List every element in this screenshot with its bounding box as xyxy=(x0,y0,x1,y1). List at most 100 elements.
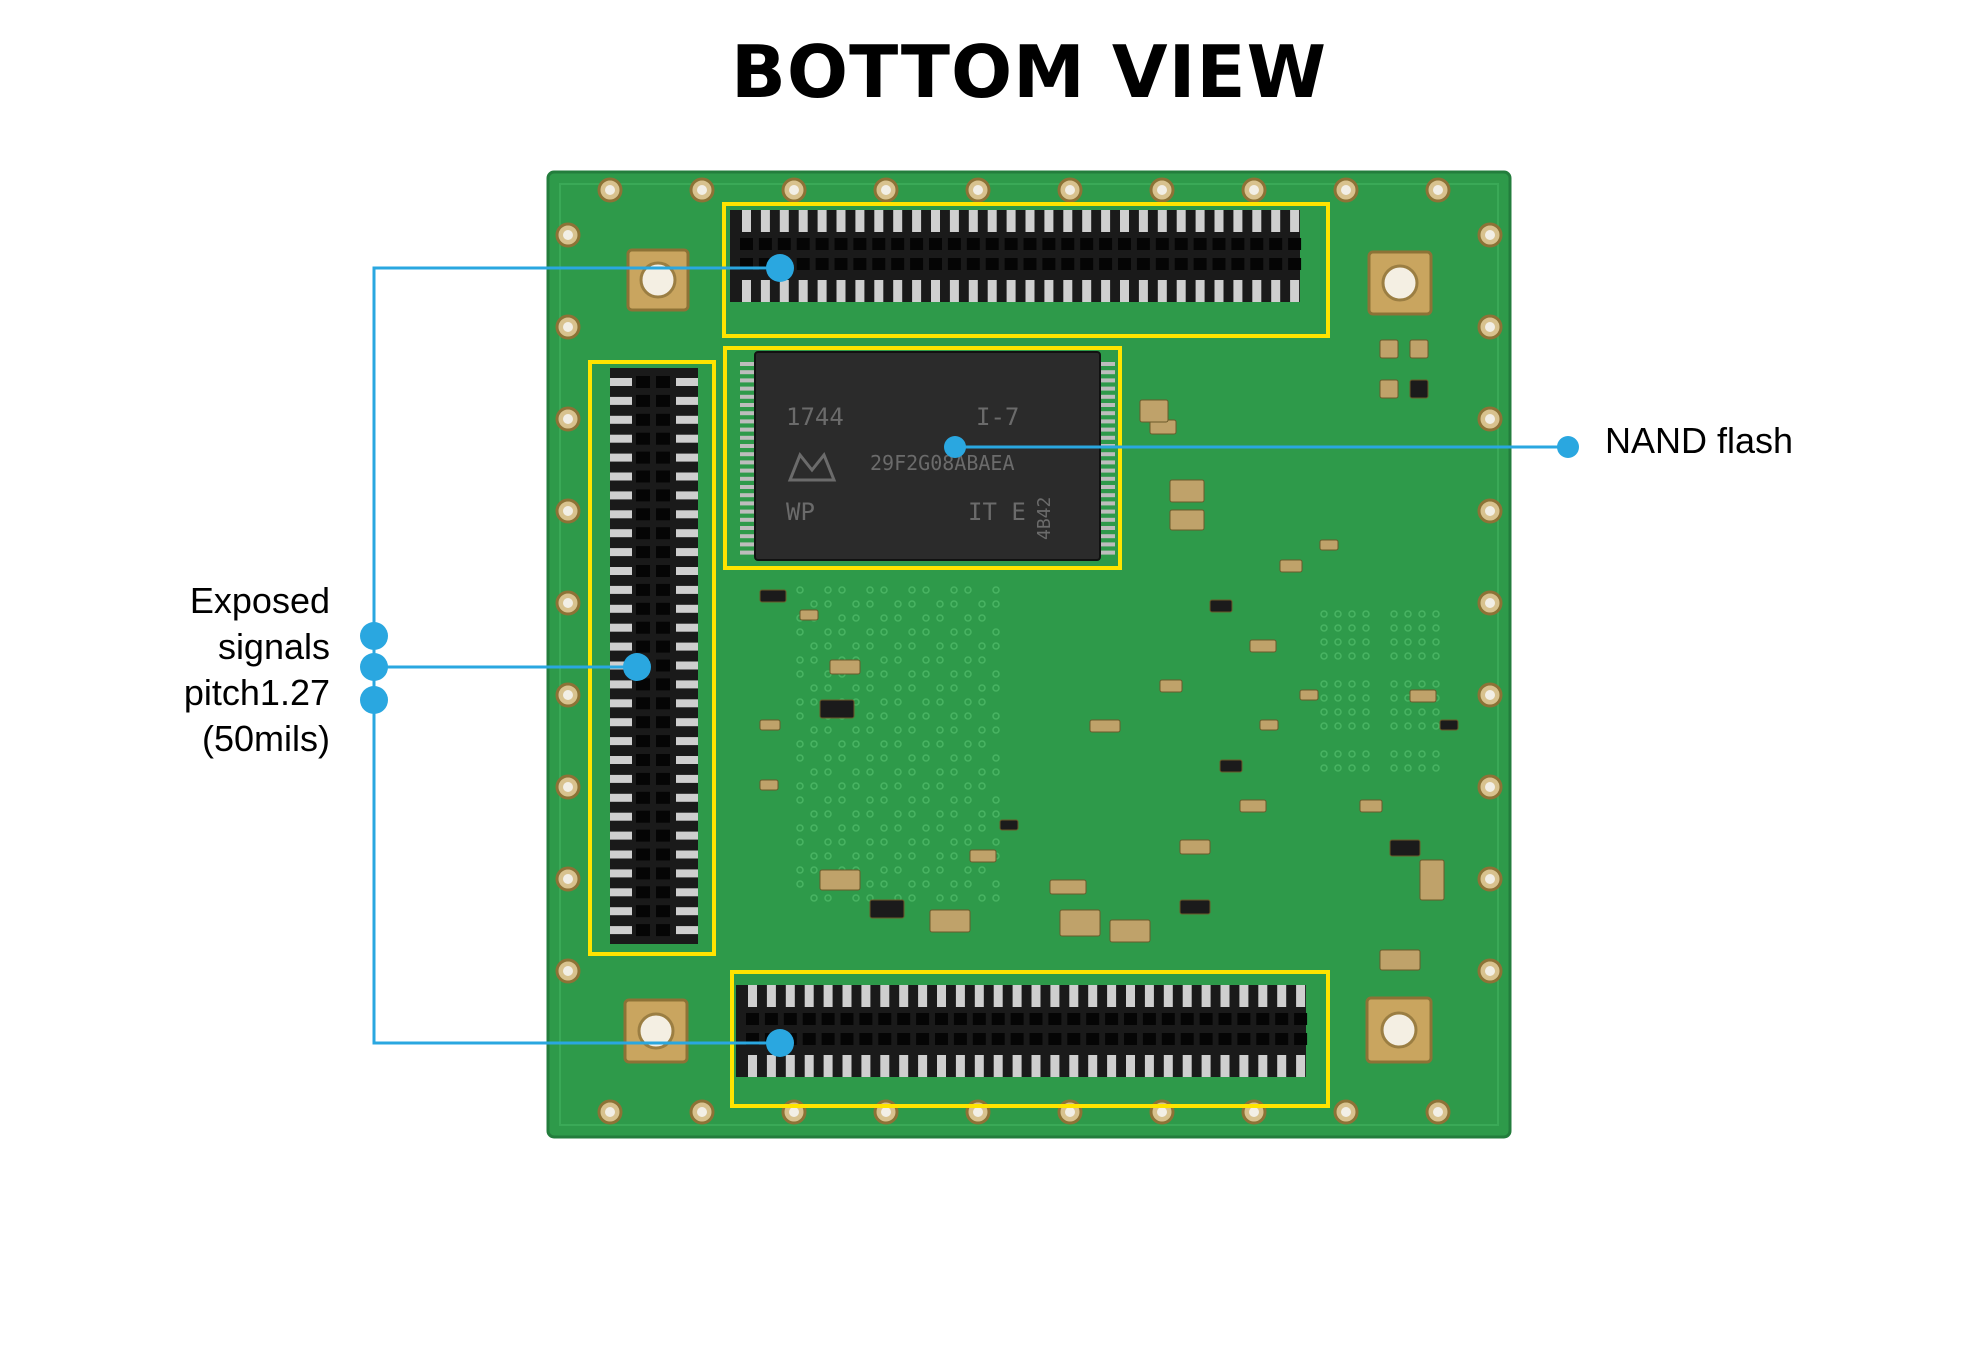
pin xyxy=(1126,1055,1135,1077)
pin xyxy=(1233,210,1243,232)
pin xyxy=(955,1055,965,1077)
pin xyxy=(1220,985,1230,1007)
callout-dot-bottom-connector xyxy=(766,1029,794,1057)
pin xyxy=(955,985,965,1007)
pin xyxy=(610,869,632,878)
smd-part xyxy=(819,869,861,891)
chip-date-code: 1744 xyxy=(786,403,844,431)
pin xyxy=(676,585,698,594)
pin xyxy=(1126,985,1135,1007)
pin xyxy=(974,1055,984,1077)
pin xyxy=(1063,210,1073,232)
pin xyxy=(610,907,632,916)
pin xyxy=(676,623,698,632)
pin xyxy=(676,642,698,651)
pin xyxy=(949,210,959,232)
pin xyxy=(1296,1055,1306,1077)
pin xyxy=(676,472,698,481)
pin xyxy=(1163,985,1173,1007)
smd-part xyxy=(1379,949,1421,971)
smd-part xyxy=(1259,719,1279,731)
pin xyxy=(610,434,632,443)
callout-dot-exposed-2 xyxy=(360,653,388,681)
pin xyxy=(610,453,632,462)
smd-part xyxy=(1169,479,1205,503)
smd-part xyxy=(1299,689,1319,701)
pin xyxy=(1258,985,1268,1007)
pin xyxy=(1176,280,1186,302)
smd-part xyxy=(759,719,781,731)
pin xyxy=(610,378,632,386)
pin xyxy=(1101,280,1111,302)
pin xyxy=(1201,985,1211,1007)
pin xyxy=(1082,280,1092,302)
pin xyxy=(880,1055,890,1077)
smd-part xyxy=(1389,839,1421,857)
pin xyxy=(836,280,846,302)
smd-part xyxy=(1179,839,1211,855)
pin xyxy=(1120,280,1129,302)
pin xyxy=(676,415,698,424)
smd-part xyxy=(1209,599,1233,613)
callout-dot-left-connector xyxy=(623,653,651,681)
smd-part xyxy=(759,779,779,791)
pin xyxy=(676,907,698,916)
smd-part xyxy=(1379,339,1399,359)
smd-part xyxy=(969,849,997,863)
pin xyxy=(918,985,928,1007)
pin xyxy=(760,280,770,302)
smd-part xyxy=(1169,509,1205,531)
pin xyxy=(817,210,827,232)
pin xyxy=(855,210,865,232)
pin xyxy=(987,210,997,232)
pin xyxy=(842,1055,852,1077)
pin xyxy=(676,737,698,746)
pin xyxy=(842,985,852,1007)
nand-flash-chip: 1744 I-7 29F2G08ABAEA WP IT E 4B42 xyxy=(740,351,1115,561)
micron-logo-icon xyxy=(787,452,837,482)
smd-part xyxy=(1319,539,1339,551)
pin xyxy=(968,210,978,232)
pin xyxy=(937,1055,946,1077)
pin xyxy=(610,812,632,821)
pin xyxy=(1006,280,1016,302)
pin xyxy=(937,985,946,1007)
mounting-pad-bottom-right xyxy=(1365,996,1433,1064)
pin xyxy=(993,985,1003,1007)
pin xyxy=(1012,1055,1022,1077)
smd-part xyxy=(1239,799,1267,813)
smd-part xyxy=(1379,379,1399,399)
pin xyxy=(1258,1055,1268,1077)
pin xyxy=(766,985,776,1007)
smd-components xyxy=(759,339,1459,971)
pin xyxy=(610,850,632,859)
pin xyxy=(949,280,959,302)
pin xyxy=(1220,1055,1230,1077)
pin xyxy=(676,888,698,897)
pin xyxy=(676,510,698,519)
pin xyxy=(610,699,632,708)
smd-part xyxy=(1279,559,1303,573)
pin xyxy=(610,529,632,538)
pin xyxy=(1195,280,1205,302)
mounting-pad-top-right xyxy=(1367,250,1433,316)
highlight-connector-left xyxy=(588,360,716,956)
pin xyxy=(785,1055,795,1077)
page-title: BOTTOM VIEW xyxy=(731,30,1327,114)
pin xyxy=(676,548,698,557)
pin xyxy=(610,737,632,746)
pin xyxy=(1138,280,1148,302)
exposed-label-line: signals xyxy=(217,626,330,667)
pin xyxy=(760,210,770,232)
highlight-nand xyxy=(723,346,1122,570)
smd-part xyxy=(1409,379,1429,399)
chip-wp: WP xyxy=(786,498,815,526)
castellated-holes xyxy=(555,177,1503,1125)
pin xyxy=(1195,210,1205,232)
pin xyxy=(1163,1055,1173,1077)
pin xyxy=(1025,280,1035,302)
callout-dots xyxy=(360,254,1579,1057)
pin xyxy=(1239,985,1249,1007)
pin xyxy=(899,985,909,1007)
pin xyxy=(823,985,833,1007)
